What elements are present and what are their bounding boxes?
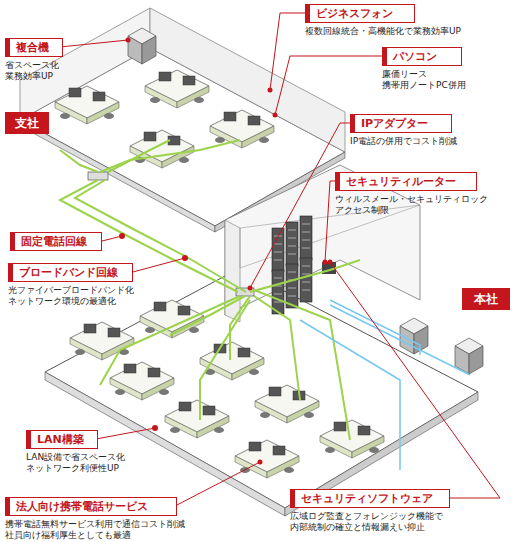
callout-box: セキュリティソフトウェア広域ログ監査とフォレンジック機能で 内部統制の確立と情報… xyxy=(290,489,515,533)
callout-heading: 法人向け携帯電話サービス xyxy=(5,497,177,516)
lan-wire xyxy=(100,140,240,172)
callout-box: LAN構築 LAN設備で省スペース化 ネットワーク利便性UP xyxy=(26,430,176,474)
callout-note: 携帯電話無料サービス利用で通信コスト削減 社員向け福利厚生としても最適 xyxy=(5,519,245,541)
leader-line xyxy=(96,428,155,439)
network-illustration xyxy=(400,318,428,354)
office-label: 本社 xyxy=(462,288,510,310)
callout-note: 廉価リース 携帯用ノートPC併用 xyxy=(382,69,502,91)
lan-wire xyxy=(170,296,245,335)
leader-line xyxy=(270,13,305,90)
network-illustration xyxy=(128,28,156,64)
network-illustration xyxy=(88,172,108,180)
lan-wire xyxy=(200,300,250,420)
callout-heading: LAN構築 xyxy=(26,430,98,449)
network-illustration xyxy=(210,110,274,148)
branch-floor xyxy=(20,120,215,232)
callout-note: LAN設備で省スペース化 ネットワーク利便性UP xyxy=(26,452,176,474)
network-illustration xyxy=(235,440,299,478)
network-illustration xyxy=(300,258,312,302)
leader-line xyxy=(325,181,335,262)
leader-line xyxy=(60,40,128,47)
callout-heading: パソコン xyxy=(382,47,462,66)
network-illustration xyxy=(130,130,194,168)
callout-box: ビジネスフォン複数回線統合・高機能化で業務効率UP xyxy=(305,4,519,37)
lan-wire xyxy=(300,320,400,470)
network-illustration xyxy=(110,362,174,400)
lan-wire xyxy=(250,260,360,292)
lan-wire xyxy=(330,305,470,375)
callout-heading: セキュリティルーター xyxy=(335,172,477,191)
lan-wire xyxy=(300,300,470,470)
callout-box: 固定電話回線 xyxy=(10,232,102,251)
leader-line xyxy=(275,56,382,115)
lan-wire xyxy=(254,296,300,400)
network-illustration xyxy=(70,322,134,360)
callout-heading: ブロードバンド回線 xyxy=(8,263,133,282)
callout-heading: 本社 xyxy=(462,288,510,310)
leader-line xyxy=(175,462,260,506)
callout-heading: ビジネスフォン xyxy=(305,4,415,23)
leader-dot xyxy=(248,286,253,291)
callout-heading: 支社 xyxy=(5,112,49,134)
callout-box: セキュリティルーターウィルスメール・セキュリティロック アクセス制限 xyxy=(335,172,515,216)
network-illustration xyxy=(255,385,319,423)
network-illustration xyxy=(286,222,298,266)
callout-note: IP電話の併用でコスト削減 xyxy=(350,136,510,147)
leader-dot xyxy=(119,38,333,465)
network-illustration xyxy=(55,86,119,124)
leader-dot xyxy=(126,38,131,43)
network-illustration xyxy=(165,400,229,438)
leader-line xyxy=(102,236,122,241)
leader-dot xyxy=(268,88,273,93)
office-label: 支社 xyxy=(5,112,49,134)
lan-wire xyxy=(254,290,350,440)
callout-heading: 複合機 xyxy=(5,38,63,57)
leader-dot xyxy=(323,260,328,265)
network-illustration xyxy=(286,264,298,308)
callout-note: 広域ログ監査とフォレンジック機能で 内部統制の確立と情報漏えい抑止 xyxy=(290,511,515,533)
leader-line xyxy=(133,258,185,272)
network-illustration xyxy=(272,228,284,272)
network-illustration xyxy=(455,338,483,374)
network-illustration xyxy=(200,342,264,380)
leader-dot xyxy=(182,255,188,261)
callout-box: 法人向け携帯電話サービス携帯電話無料サービス利用で通信コスト削減 社員向け福利厚… xyxy=(5,497,245,541)
callout-box: IPアダプター IP電話の併用でコスト削減 xyxy=(350,114,510,147)
leader-dot xyxy=(119,233,125,239)
network-illustration xyxy=(300,216,312,260)
head-floor xyxy=(285,392,478,516)
network-illustration xyxy=(320,420,384,458)
leader-dot xyxy=(152,425,158,431)
callout-note: 光ファイバーブロードバンド化 ネットワーク環境の最適化 xyxy=(8,285,168,307)
callout-note: ウィルスメール・セキュリティロック アクセス制限 xyxy=(335,194,515,216)
network-illustration xyxy=(272,270,284,314)
head-floor xyxy=(240,205,420,268)
callout-box: 複合機省スペース化 業務効率UP xyxy=(5,38,95,82)
callout-heading: セキュリティソフトウェア xyxy=(290,489,450,508)
network-illustration xyxy=(140,300,204,338)
callout-box: ブロードバンド回線光ファイバーブロードバンド化 ネットワーク環境の最適化 xyxy=(8,263,168,307)
leader-dot xyxy=(328,260,333,265)
lan-wire xyxy=(100,296,240,385)
lan-wire xyxy=(60,150,98,172)
callout-note: 複数回線統合・高機能化で業務効率UP xyxy=(305,26,519,37)
leader-dot xyxy=(273,113,278,118)
callout-box: パソコン廉価リース 携帯用ノートPC併用 xyxy=(382,47,502,91)
network-illustration xyxy=(145,70,209,108)
callout-note: 省スペース化 業務効率UP xyxy=(5,60,95,82)
callout-heading: IPアダプター xyxy=(350,114,452,133)
leader-dot xyxy=(258,460,263,465)
callout-heading: 固定電話回線 xyxy=(10,232,102,251)
